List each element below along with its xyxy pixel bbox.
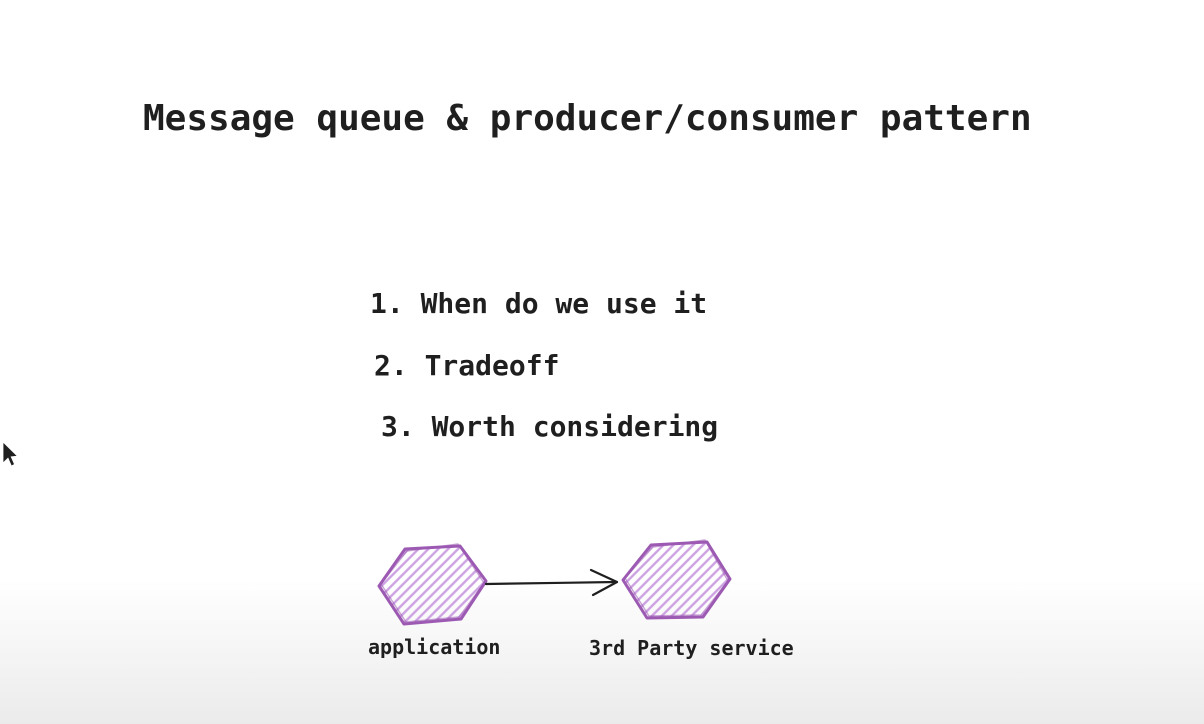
agenda-item-3: 3. Worth considering — [381, 410, 719, 443]
arrow-connector — [484, 568, 619, 597]
agenda-item-2: 2. Tradeoff — [374, 349, 560, 382]
agenda-item-1: 1. When do we use it — [370, 287, 708, 320]
slide-title: Message queue & producer/consumer patter… — [143, 98, 1032, 139]
third-party-service-node-label: 3rd Party service — [589, 636, 794, 660]
application-node-label: application — [368, 635, 501, 659]
arrow-pointer-cursor-icon — [2, 441, 19, 467]
third-party-service-node-hexagon — [621, 539, 732, 620]
application-node-hexagon — [377, 543, 488, 626]
